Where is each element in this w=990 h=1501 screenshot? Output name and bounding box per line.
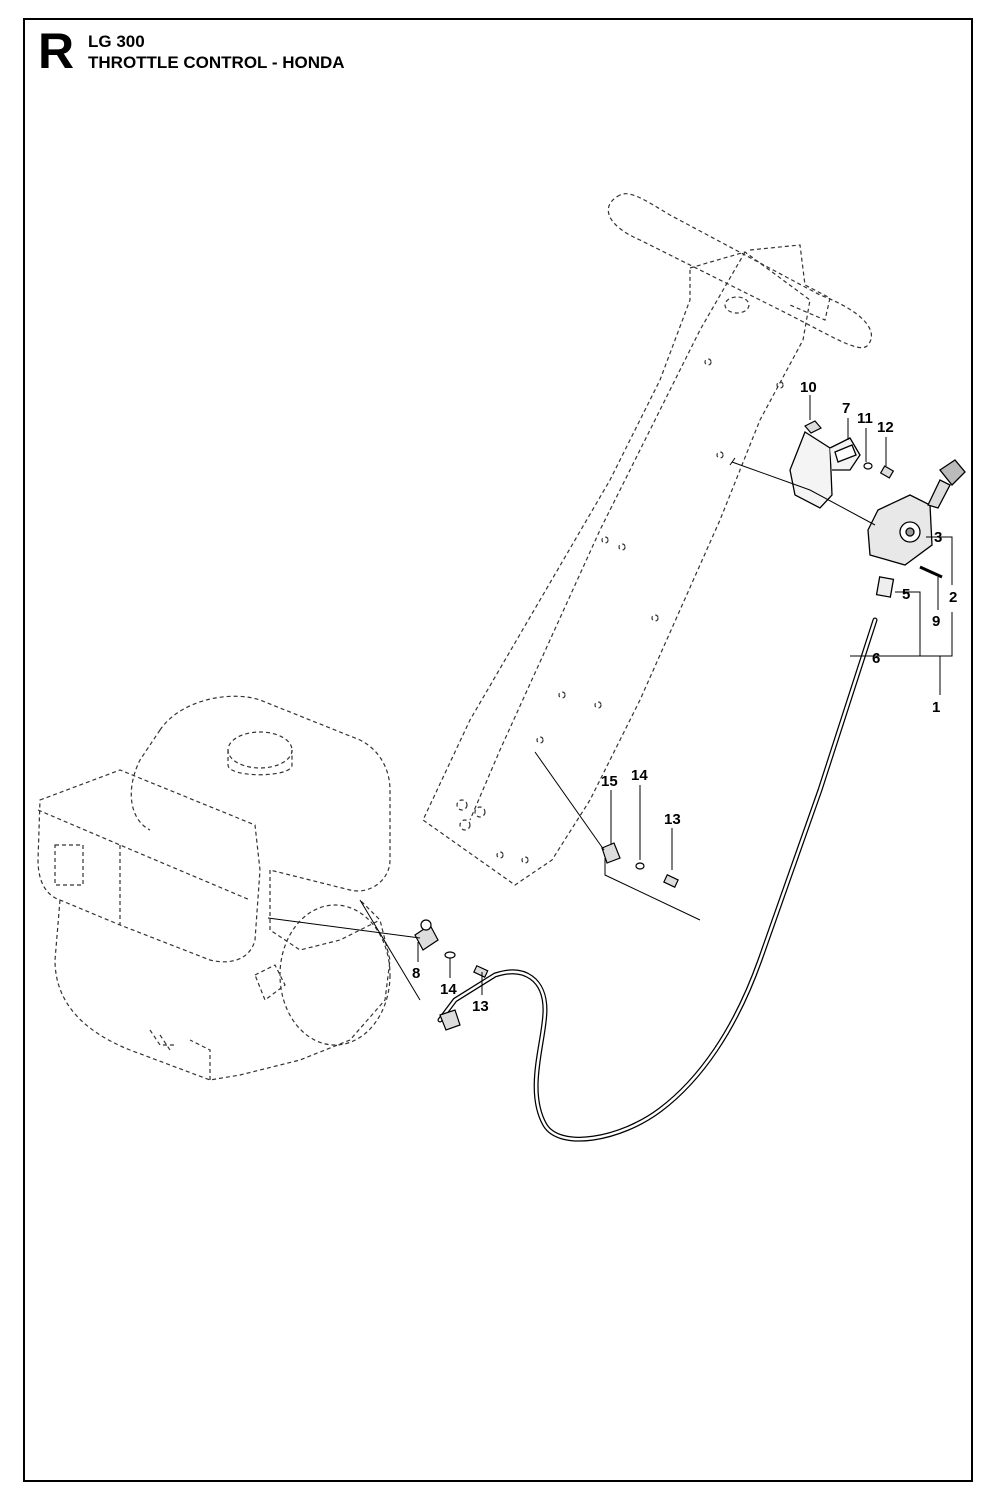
callout-14-handle: 14 <box>631 767 648 784</box>
callout-1: 1 <box>932 699 940 716</box>
diagram-title: THROTTLE CONTROL - HONDA <box>88 53 345 72</box>
callout-11: 11 <box>857 410 873 427</box>
cable-adapter <box>875 576 895 598</box>
callout-5: 5 <box>902 586 910 603</box>
callout-7: 7 <box>842 400 850 417</box>
callout-2: 2 <box>949 589 957 606</box>
model-name: LG 300 <box>88 32 145 51</box>
callout-12: 12 <box>877 419 894 436</box>
callout-13-engine: 13 <box>472 998 489 1015</box>
callout-14-engine: 14 <box>440 981 457 998</box>
callout-10: 10 <box>800 379 817 396</box>
throttle-bracket <box>789 431 861 509</box>
callout-8: 8 <box>412 965 420 982</box>
leader-lines <box>267 395 953 1001</box>
engine-outline <box>37 695 391 1081</box>
callout-3: 3 <box>934 529 942 546</box>
cable-end-fitting <box>439 1009 461 1031</box>
bracket-fasteners <box>804 420 943 579</box>
callout-15: 15 <box>601 773 618 790</box>
section-letter: R <box>38 23 75 79</box>
throttle-cable <box>437 617 878 1142</box>
handle-assembly-outline <box>422 193 873 886</box>
page-border <box>23 18 973 1482</box>
throttle-lever-unit <box>867 459 966 566</box>
callout-6: 6 <box>872 650 880 667</box>
callout-9: 9 <box>932 613 940 630</box>
cable-clamp-engine <box>414 919 489 978</box>
callout-13-handle: 13 <box>664 811 681 828</box>
